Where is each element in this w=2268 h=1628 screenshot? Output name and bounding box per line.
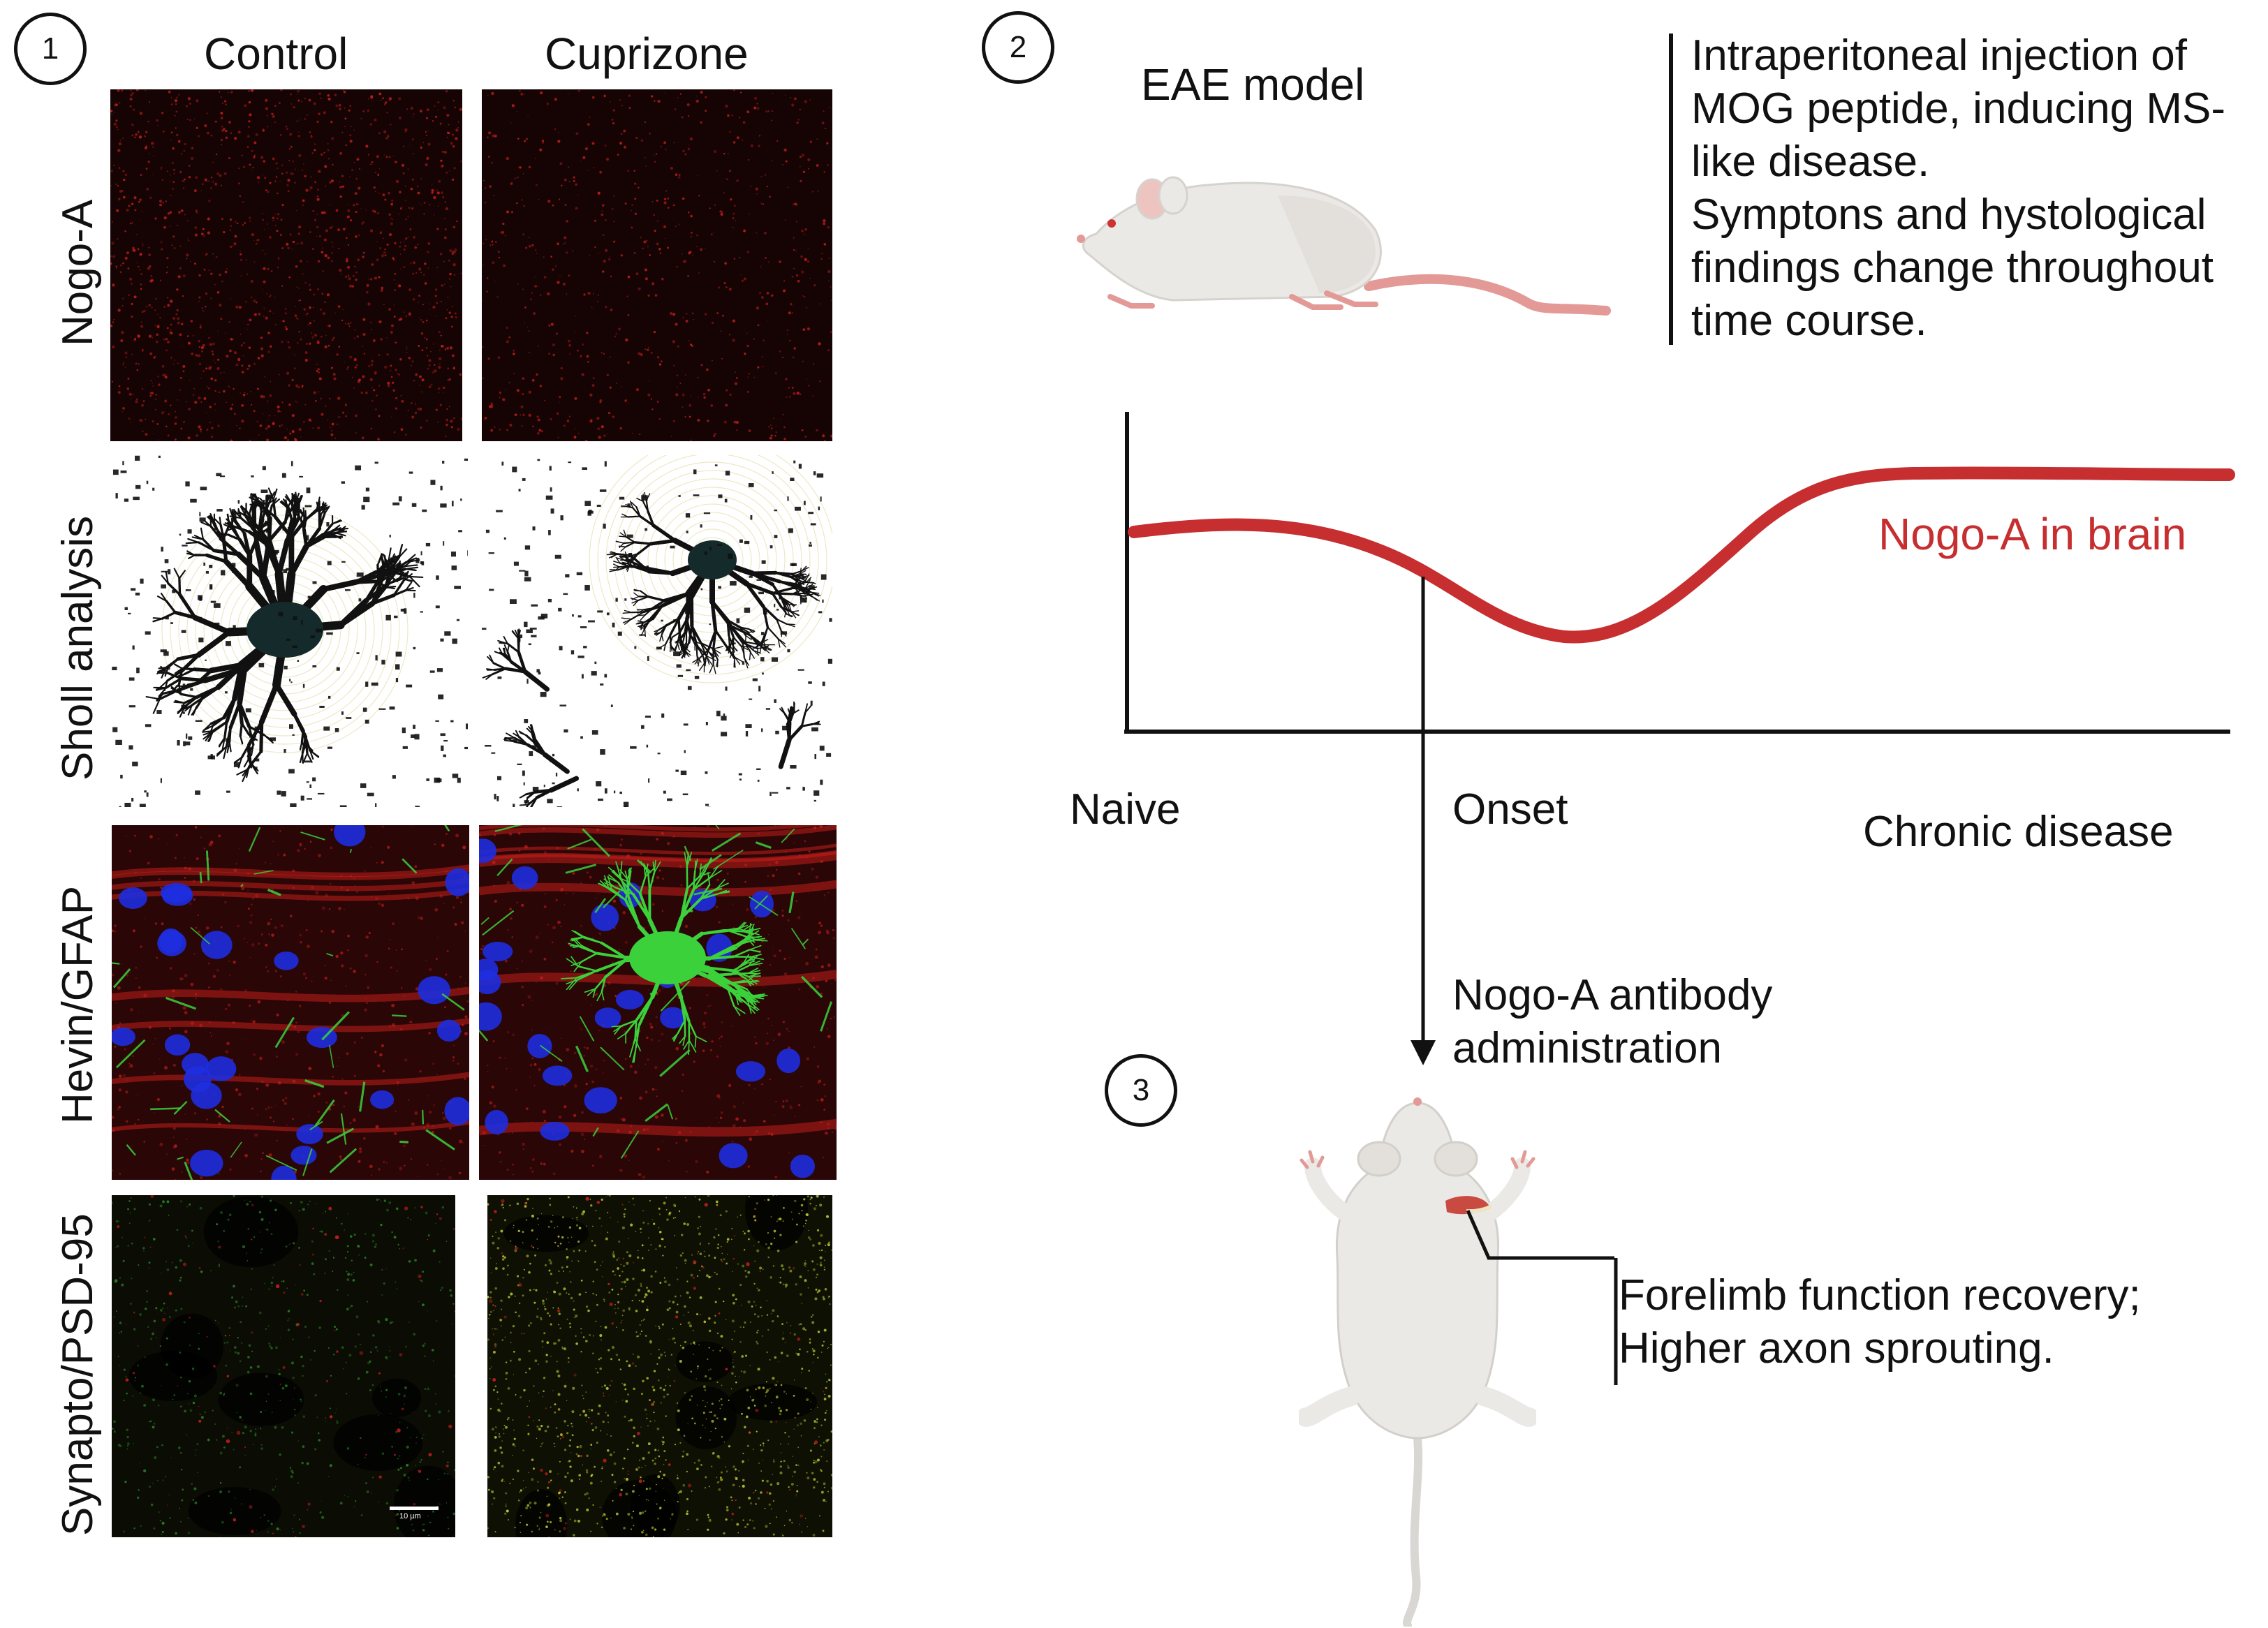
- scale-bar-label: 10 µm: [399, 1512, 421, 1520]
- intervention-arrowhead: [1411, 1040, 1436, 1065]
- mouse-illustration: [1299, 1097, 1536, 1627]
- x-label-chronic-disease: Chronic disease: [1863, 808, 2174, 856]
- nogo-a-curve: [1128, 466, 2235, 644]
- intervention-line: Nogo-A antibody: [1452, 971, 1773, 1019]
- row-label-sholl-analysis: Sholl analysis: [54, 515, 102, 780]
- row-label-synapto-psd95: Synapto/PSD-95: [54, 1213, 102, 1536]
- nogo-a-timeline-graph: [1124, 412, 2235, 1065]
- outcome-connector: [1466, 1209, 1618, 1385]
- micrograph-hevin-gfap-control: [112, 825, 469, 1180]
- row-label-hevin-gfap: Hevin/GFAP: [54, 885, 102, 1124]
- description-line: findings change throughout: [1691, 244, 2214, 292]
- description-line: time course.: [1691, 297, 1927, 345]
- row-label-nogo-a: Nogo-A: [54, 199, 102, 346]
- description-line: like disease.: [1691, 138, 1930, 186]
- rat-illustration: [1077, 176, 1611, 316]
- model-description: Intraperitoneal injection of MOG peptide…: [1691, 29, 2225, 348]
- micrograph-hevin-gfap-cuprizone: [479, 825, 837, 1180]
- curve-label: Nogo-A in brain: [1878, 509, 2187, 559]
- column-header-cuprizone: Cuprizone: [545, 29, 749, 79]
- outcome-text: Forelimb function recovery; Higher axon …: [1619, 1269, 2141, 1375]
- outcome-line: Higher axon sprouting.: [1619, 1324, 2054, 1372]
- micrograph-synapto-cuprizone: [487, 1195, 832, 1537]
- column-header-control: Control: [204, 29, 348, 79]
- x-label-naive: Naive: [1070, 785, 1181, 834]
- model-title: EAE model: [1141, 59, 1365, 110]
- description-line: MOG peptide, inducing MS-: [1691, 84, 2226, 133]
- panel-number-2: 2: [982, 11, 1054, 84]
- intervention-text: Nogo-A antibody administration: [1452, 969, 1772, 1075]
- micrograph-nogo-a-cuprizone: [482, 89, 832, 441]
- micrograph-synapto-control: [112, 1195, 455, 1537]
- micrograph-sholl-cuprizone: [482, 455, 832, 807]
- outcome-line: Forelimb function recovery;: [1619, 1271, 2141, 1319]
- micrograph-sholl-control: [110, 455, 468, 807]
- description-line: Intraperitoneal injection of: [1691, 31, 2188, 80]
- panel-number-3: 3: [1105, 1054, 1177, 1127]
- x-label-onset: Onset: [1452, 785, 1568, 834]
- intervention-line: administration: [1452, 1024, 1722, 1072]
- micrograph-nogo-a-control: [110, 89, 462, 441]
- description-line: Symptons and hystological: [1691, 191, 2207, 239]
- scale-bar: [390, 1507, 439, 1510]
- panel-number-1: 1: [14, 13, 87, 85]
- description-divider: [1669, 34, 1673, 345]
